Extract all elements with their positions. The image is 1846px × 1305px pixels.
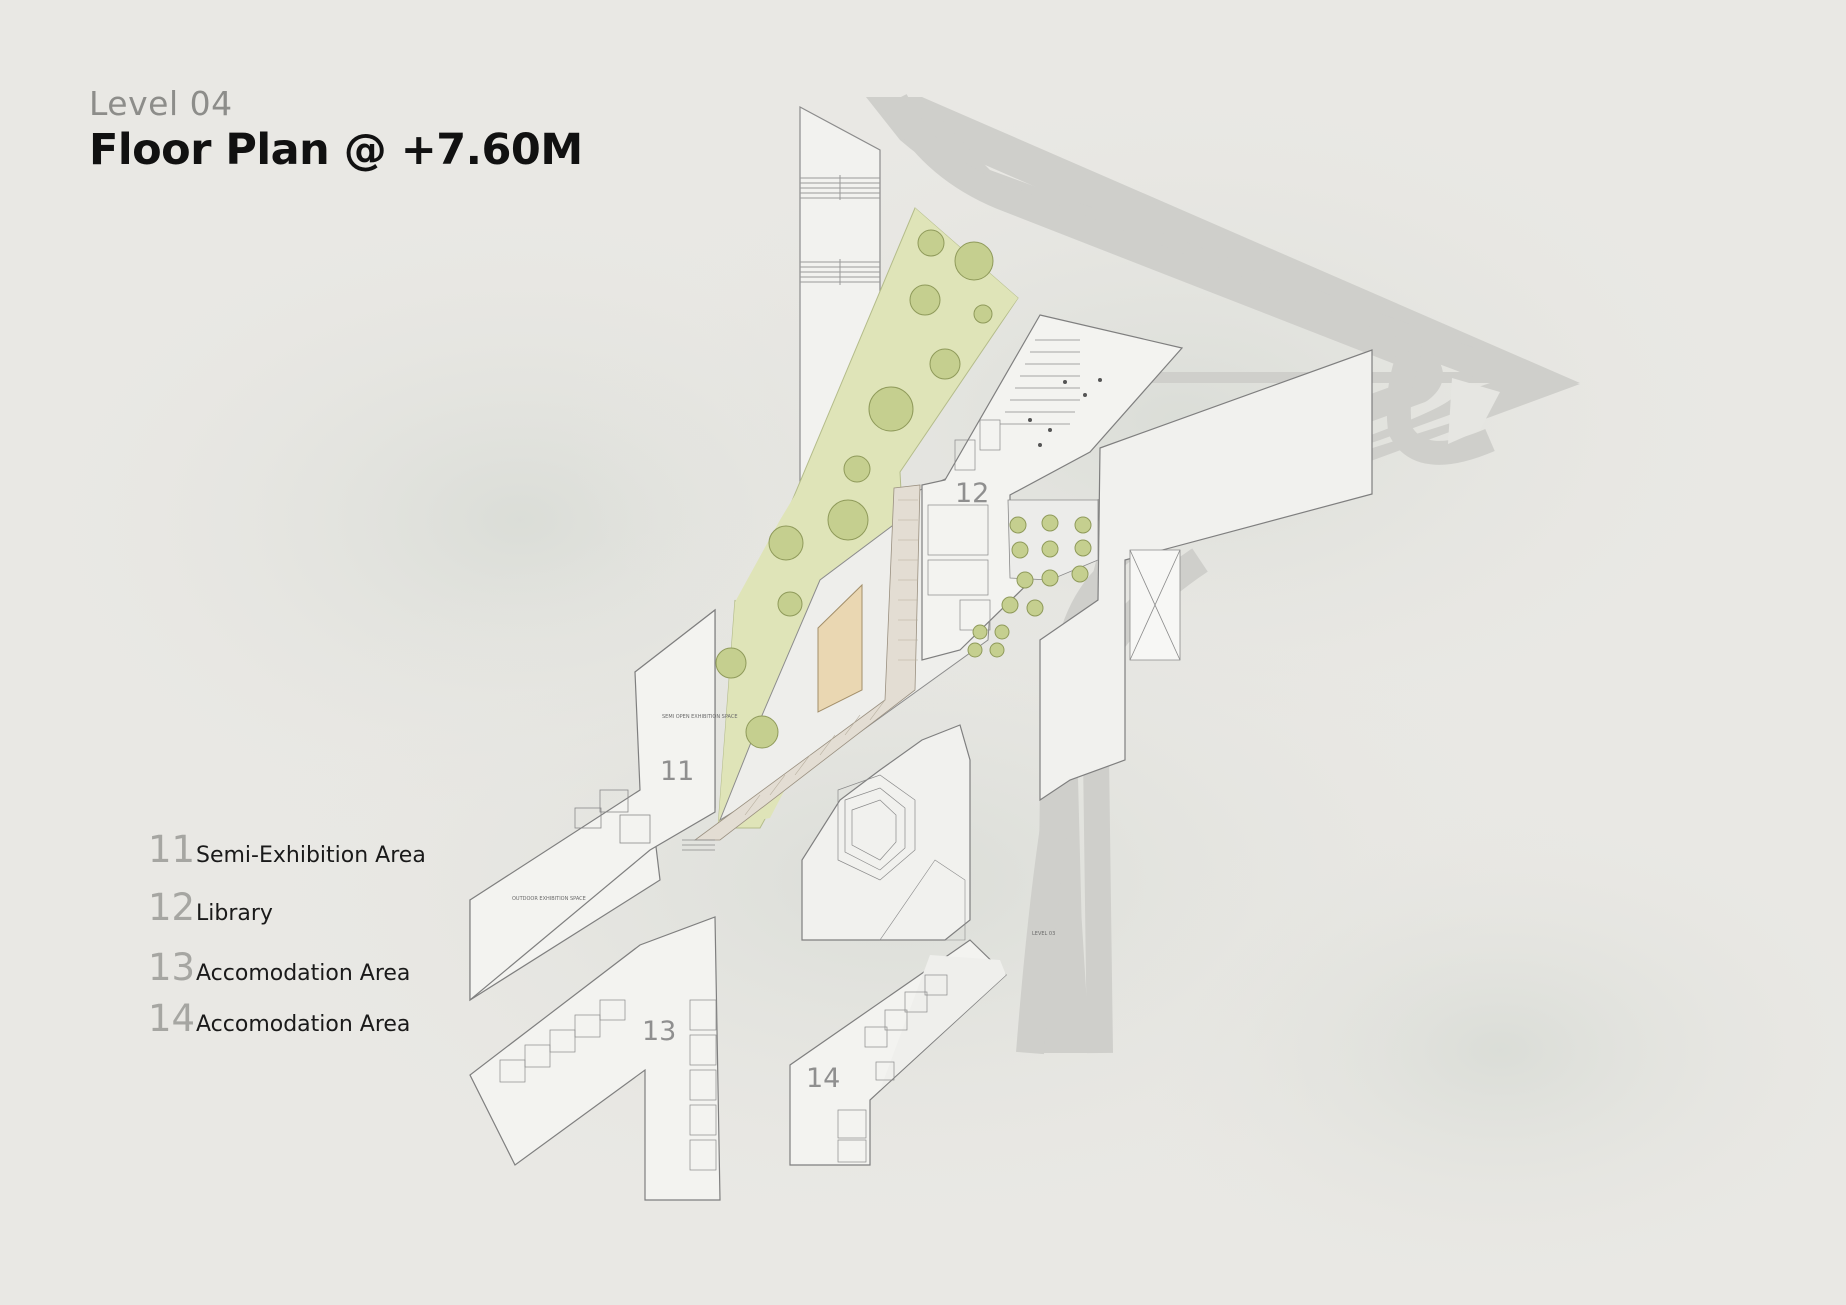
- ramp-hatch: [744, 499, 918, 816]
- zone-12-number: 12: [955, 478, 989, 509]
- level-note: LEVEL 03: [1032, 931, 1055, 937]
- slab-stairs: [800, 175, 880, 285]
- zone-14-number: 14: [806, 1063, 840, 1094]
- library-furniture-dots: [1028, 378, 1102, 447]
- library-stacks: [927, 339, 1080, 631]
- legend-number: 14: [148, 997, 196, 1040]
- title-block: Level 04 Floor Plan @ +7.60M: [89, 84, 583, 175]
- legend-item-13: 13Accomodation Area: [148, 946, 410, 989]
- trees: [715, 229, 1092, 749]
- auditorium-seating: [837, 774, 916, 881]
- zone-13-number: 13: [642, 1016, 676, 1047]
- legend-number: 13: [148, 946, 196, 989]
- building-14-rooms: [837, 974, 948, 1163]
- legend-label: Library: [196, 901, 273, 926]
- building-13-rooms: [499, 999, 717, 1171]
- building-13: [469, 916, 721, 1201]
- legend-label: Accomodation Area: [196, 1012, 411, 1037]
- legend-label: Accomodation Area: [196, 961, 411, 986]
- plan-title: Floor Plan @ +7.60M: [89, 125, 583, 175]
- legend-number: 12: [148, 886, 196, 929]
- legend-item-14: 14Accomodation Area: [148, 997, 410, 1040]
- level-label: Level 04: [89, 84, 233, 123]
- zone-11-number: 11: [660, 756, 694, 787]
- legend-number: 11: [148, 828, 196, 871]
- building-11-rooms: [574, 789, 715, 851]
- legend-label: Semi-Exhibition Area: [196, 843, 426, 868]
- plaza-court: [817, 583, 863, 713]
- legend-item-12: 12Library: [148, 886, 273, 929]
- room-label-a: SEMI OPEN EXHIBITION SPACE: [662, 714, 738, 720]
- east-block: [1039, 349, 1373, 802]
- room-label-b: OUTDOOR EXHIBITION SPACE: [512, 896, 586, 902]
- legend-item-11: 11Semi-Exhibition Area: [148, 828, 426, 871]
